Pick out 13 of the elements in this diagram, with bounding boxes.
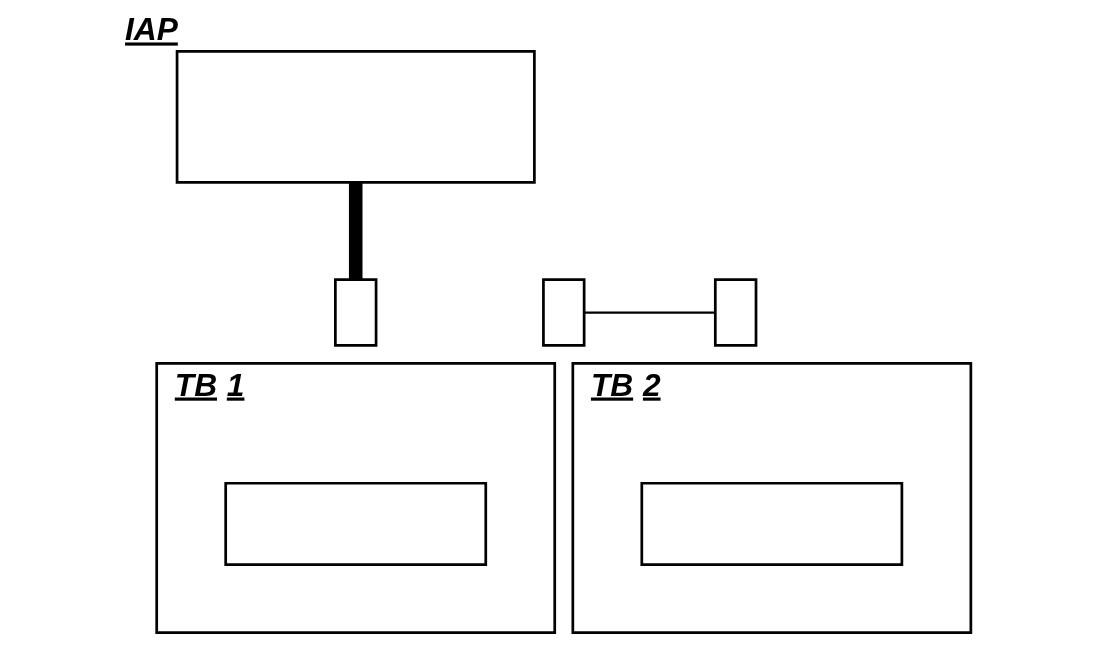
node-box [334, 278, 378, 347]
node-label: TB 2 [590, 366, 661, 403]
node-label: IAP [125, 11, 178, 48]
node-box [542, 278, 586, 347]
node-box [713, 278, 758, 347]
cluster [571, 362, 973, 634]
node-box [175, 49, 536, 184]
node-box [640, 481, 904, 567]
node-label: TB 1 [174, 366, 245, 403]
connector [584, 311, 715, 314]
cluster [155, 362, 557, 634]
connector [348, 182, 363, 280]
node-box [224, 481, 488, 567]
